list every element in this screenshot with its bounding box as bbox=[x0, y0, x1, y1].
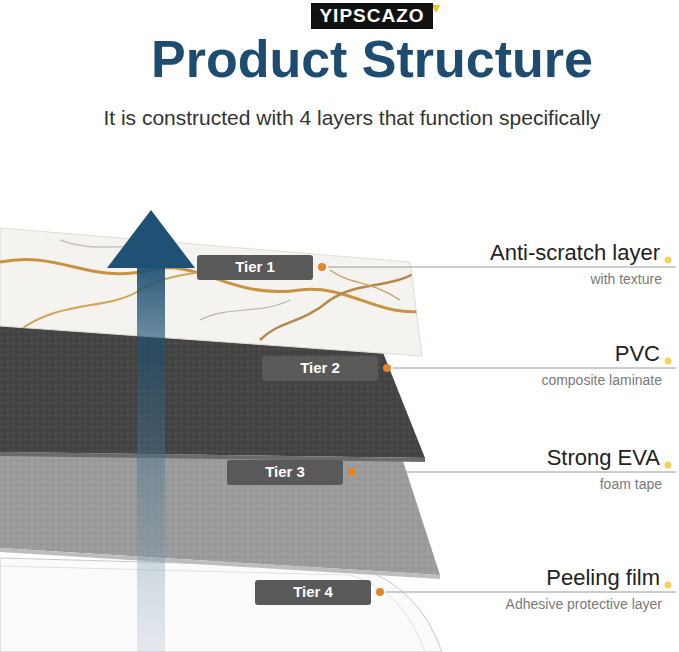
pvc-edge bbox=[0, 452, 425, 462]
tier-badge: Tier 4 bbox=[255, 580, 371, 605]
eva-edge bbox=[0, 548, 440, 579]
tier-label: Tier 2 bbox=[300, 360, 340, 377]
brand-logo: YIPSCAZO bbox=[311, 3, 432, 29]
layer-name: Peeling film bbox=[546, 565, 660, 590]
subtitle: It is constructed with 4 layers that fun… bbox=[103, 106, 600, 130]
tier-label: Tier 4 bbox=[293, 584, 333, 601]
layer-name: PVC bbox=[615, 341, 660, 366]
arrow-head bbox=[107, 210, 195, 268]
marble-layer bbox=[0, 228, 422, 356]
tier-label: Tier 3 bbox=[265, 464, 305, 481]
tier-label: Tier 1 bbox=[235, 259, 275, 276]
arrow-shaft bbox=[137, 262, 165, 652]
layer-description: composite laminate bbox=[541, 372, 662, 388]
layer-name: Anti-scratch layer bbox=[490, 240, 660, 265]
layer-description: Adhesive protective layer bbox=[506, 596, 662, 612]
layer-description: foam tape bbox=[600, 476, 662, 492]
tier-badge: Tier 1 bbox=[197, 255, 313, 280]
tier-badge: Tier 2 bbox=[262, 356, 378, 381]
eva-foam-layer bbox=[0, 452, 440, 575]
tier-badge: Tier 3 bbox=[227, 460, 343, 485]
marble-veins bbox=[0, 240, 430, 340]
layer-description: with texture bbox=[590, 271, 662, 287]
logo-mark bbox=[432, 5, 440, 13]
layer-name: Strong EVA bbox=[547, 445, 660, 470]
film-edge bbox=[0, 566, 425, 652]
leader-lines bbox=[318, 257, 676, 597]
title: Product Structure bbox=[151, 30, 593, 90]
